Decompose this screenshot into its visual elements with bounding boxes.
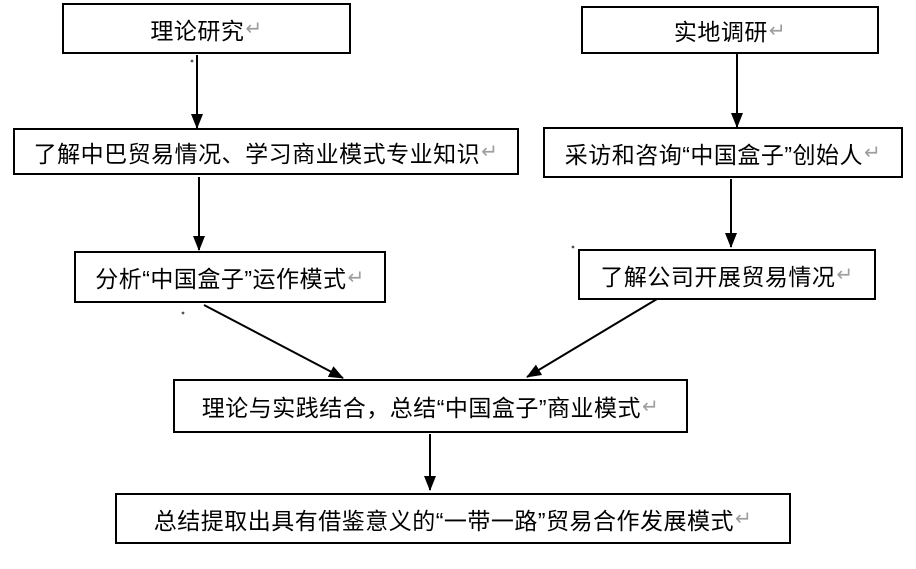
return-mark-icon: ↵	[245, 18, 263, 40]
return-mark-icon: ↵	[864, 142, 882, 164]
flow-box-field-research: 实地调研↵	[581, 6, 879, 54]
box-label-company-trade: 了解公司开展贸易情况	[600, 263, 836, 290]
box-label-field-research: 实地调研	[673, 19, 768, 45]
return-mark-icon: ↵	[347, 266, 365, 289]
flow-box-interview-founder: 采访和咨询“中国盒子”创始人↵	[543, 127, 903, 178]
flow-box-theory-research: 理论研究↵	[62, 3, 351, 54]
flow-box-final-summary: 总结提取出具有借鉴意义的“一带一路”贸易合作发展模式↵	[115, 493, 791, 544]
flow-box-trade-knowledge: 了解中巴贸易情况、学习商业模式专业知识↵	[13, 128, 519, 175]
return-mark-icon: ↵	[481, 141, 499, 163]
anchor-dot	[181, 311, 185, 315]
arrow-analyze-to-combine	[203, 304, 344, 379]
box-label-interview-founder: 采访和咨询“中国盒子”创始人	[564, 141, 864, 168]
box-label-trade-knowledge: 了解中巴贸易情况、学习商业模式专业知识	[33, 140, 481, 167]
box-label-combine-theory-practice: 理论与实践结合，总结“中国盒子”商业模式	[201, 395, 642, 421]
box-label-final-summary: 总结提取出具有借鉴意义的“一带一路”贸易合作发展模式	[153, 507, 735, 534]
return-mark-icon: ↵	[768, 19, 787, 42]
box-label-analyze-operation: 分析“中国盒子”运作模式	[95, 266, 347, 292]
anchor-dot	[190, 59, 194, 63]
return-mark-icon: ↵	[642, 395, 660, 418]
return-mark-icon: ↵	[735, 508, 753, 530]
anchor-dot	[571, 245, 575, 249]
box-label-theory-research: 理论研究	[150, 17, 245, 44]
flow-box-analyze-operation: 分析“中国盒子”运作模式↵	[74, 251, 386, 303]
flow-box-combine-theory-practice: 理论与实践结合，总结“中国盒子”商业模式↵	[173, 379, 688, 433]
return-mark-icon: ↵	[836, 264, 854, 286]
arrow-company-to-combine	[526, 298, 658, 378]
flow-box-company-trade: 了解公司开展贸易情况↵	[578, 249, 876, 300]
